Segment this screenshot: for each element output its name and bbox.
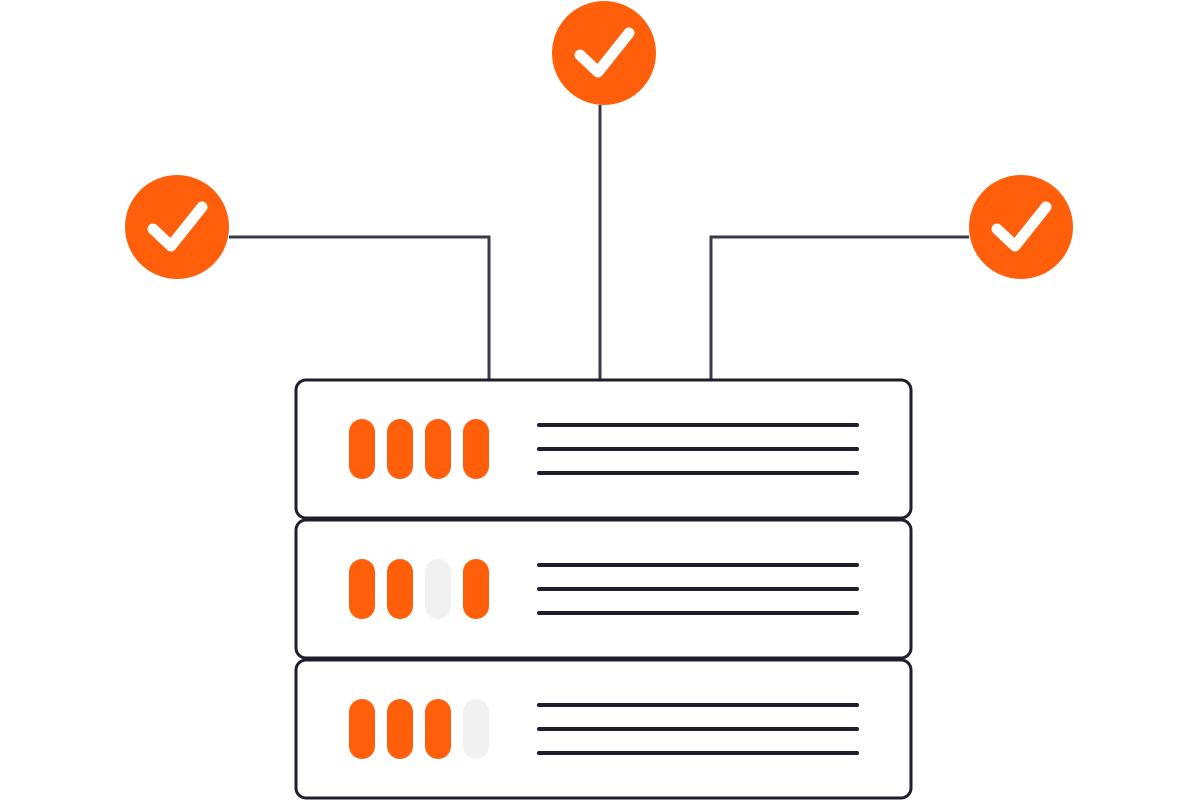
- led-indicator-on: [349, 559, 375, 619]
- led-indicator-on: [387, 699, 413, 759]
- top-check-badge: [552, 1, 656, 105]
- led-indicator-on: [425, 419, 451, 479]
- left-check-badge: [125, 175, 229, 279]
- checkmark-icon: [991, 201, 1052, 252]
- led-indicator-on: [425, 699, 451, 759]
- right-check-badge: [969, 175, 1073, 279]
- right-connector-line: [709, 235, 969, 380]
- led-indicator-on: [349, 419, 375, 479]
- led-indicator-off: [425, 559, 451, 619]
- led-indicator-on: [387, 559, 413, 619]
- server-unit-1: [294, 378, 913, 520]
- led-indicator-on: [463, 559, 489, 619]
- checkmark-icon: [147, 201, 208, 252]
- server-unit-2: [294, 518, 913, 660]
- left-connector-line: [229, 235, 491, 380]
- top-check-circle: [552, 1, 656, 105]
- led-indicator-off: [463, 699, 489, 759]
- led-indicator-on: [387, 419, 413, 479]
- checkmark-icon: [574, 27, 635, 78]
- led-indicator-on: [349, 699, 375, 759]
- left-check-circle: [125, 175, 229, 279]
- led-indicator-on: [463, 419, 489, 479]
- right-check-circle: [969, 175, 1073, 279]
- server-unit-3: [294, 658, 913, 800]
